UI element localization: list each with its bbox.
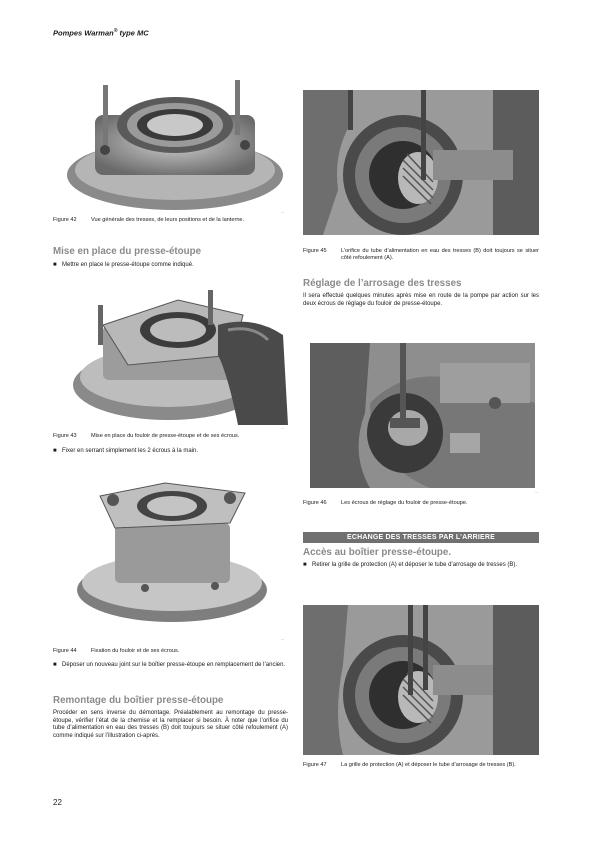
figure-42-text: Vue générale des tresses, de leurs posit… (91, 217, 245, 223)
bullet-text: Mettre en place le presse-étoupe comme i… (62, 262, 194, 268)
bullet-retirer-grille: ■ Retirer la grille de protection (A) et… (303, 562, 539, 570)
section-bar: ECHANGE DES TRESSES PAR L’ARRIERE (303, 532, 539, 543)
square-bullet-icon: ■ (303, 562, 307, 568)
figure-42-label: Figure 42 (53, 217, 77, 223)
figure-43-photo (68, 285, 288, 425)
figure-45-photo: A B (303, 90, 539, 235)
figure-46-ref: ... (535, 490, 538, 494)
bullet-text: Fixer en serrant simplement les 2 écrous… (62, 448, 199, 454)
heading-acces: Accès au boîtier presse-étoupe. (303, 547, 452, 558)
figure-47-label: Figure 47 (303, 762, 327, 768)
paragraph-remontage: Procéder en sens inverse du démontage. P… (53, 710, 288, 739)
figure-43-label: Figure 43 (53, 433, 77, 439)
figure-45-label: Figure 45 (303, 248, 327, 254)
registered-mark: ® (113, 28, 118, 34)
heading-reglage: Réglage de l’arrosage des tresses (303, 278, 462, 289)
square-bullet-icon: ■ (53, 262, 57, 268)
running-header: Pompes Warman® type MC (53, 28, 149, 38)
figure-46-photo: A (310, 343, 535, 488)
figure-44-caption: Figure 44 Fixation du fouloir et de ses … (53, 648, 288, 655)
figure-44-label: Figure 44 (53, 648, 77, 654)
figure-44-text: Fixation du fouloir et de ses écrous. (91, 648, 180, 654)
figure-45-caption: Figure 45 L’orifice du tube d’alimentati… (303, 248, 539, 262)
header-title: Pompes Warman (53, 28, 114, 38)
figure-44-ref: ... (281, 637, 284, 641)
figure-45-text: L’orifice du tube d’alimentation en eau … (341, 248, 539, 261)
figure-43-text: Mise en place du fouloir de presse-étoup… (91, 433, 240, 439)
page-number: 22 (53, 798, 62, 807)
bullet-text: Déposer un nouveau joint sur le boîtier … (62, 662, 286, 668)
bullet-fixer: ■ Fixer en serrant simplement les 2 écro… (53, 448, 288, 456)
figure-42-caption: Figure 42 Vue générale des tresses, de l… (53, 217, 288, 224)
figure-44-photo (75, 478, 270, 623)
square-bullet-icon: ■ (53, 662, 57, 668)
bullet-text: Retirer la grille de protection (A) et d… (312, 562, 518, 568)
square-bullet-icon: ■ (53, 448, 57, 454)
figure-43-caption: Figure 43 Mise en place du fouloir de pr… (53, 433, 293, 440)
figure-42-photo (65, 80, 285, 210)
figure-47-photo: A B (303, 605, 539, 755)
figure-43-ref: ... (281, 426, 284, 430)
figure-46-text: Les écrous de réglage du fouloir de pres… (341, 500, 468, 506)
figure-46-caption: Figure 46 Les écrous de réglage du foulo… (303, 500, 539, 507)
paragraph-reglage: Il sera effectué quelques minutes après … (303, 293, 539, 307)
figure-42-ref: ... (281, 210, 284, 214)
heading-remontage: Remontage du boîtier presse-étoupe (53, 695, 224, 706)
bullet-mise-en-place: ■ Mettre en place le presse-étoupe comme… (53, 262, 288, 270)
figure-46-label: Figure 46 (303, 500, 327, 506)
heading-mise-en-place: Mise en place du presse-étoupe (53, 246, 202, 257)
figure-47-caption: Figure 47 La grille de protection (A) et… (303, 762, 539, 769)
bullet-deposer-joint: ■ Déposer un nouveau joint sur le boîtie… (53, 662, 288, 670)
figure-47-text: La grille de protection (A) et déposer l… (341, 762, 516, 768)
header-suffix: type MC (117, 28, 149, 38)
